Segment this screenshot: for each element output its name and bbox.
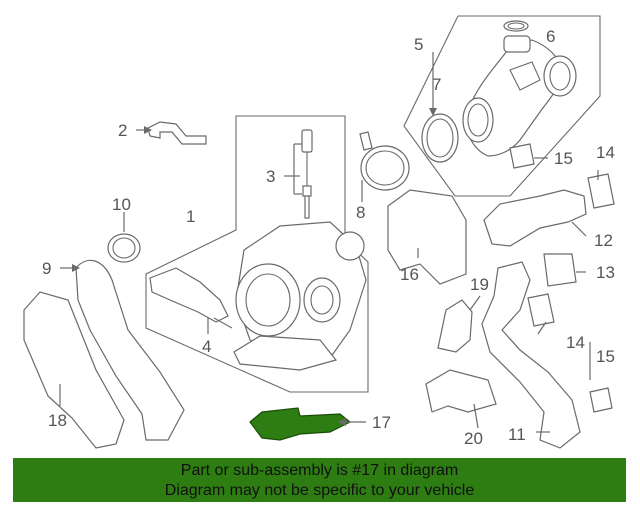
part-15-gasket-upper	[509, 143, 535, 169]
part-16-heat-shield	[387, 189, 467, 285]
parts-diagram: 1 2 3 4 5 6 7 8 9 10 11 12 13 14 14 15 1…	[23, 15, 615, 449]
label-6: 6	[546, 27, 555, 46]
part-13-gasket	[543, 253, 577, 287]
label-16: 16	[400, 265, 419, 284]
part-20-shield	[425, 369, 497, 413]
part-19-shield	[437, 299, 473, 353]
part-6-seal	[503, 20, 529, 32]
label-14b: 14	[566, 333, 585, 352]
part-4-actuator	[149, 267, 233, 329]
label-12: 12	[594, 231, 613, 250]
label-3: 3	[266, 167, 275, 186]
label-20: 20	[464, 429, 483, 448]
label-2: 2	[118, 121, 127, 140]
turbo-group-outline	[145, 115, 369, 393]
label-5: 5	[414, 35, 423, 54]
part-9-pipe	[75, 259, 185, 441]
label-4: 4	[202, 337, 211, 356]
label-11: 11	[508, 425, 526, 444]
part-2-bracket	[147, 121, 207, 145]
label-15b: 15	[596, 347, 615, 366]
part-15-gasket-lower	[589, 387, 613, 413]
outlet-group-outline	[403, 15, 601, 197]
part-3-sensor	[301, 129, 313, 219]
part-11-downpipe	[481, 261, 581, 449]
label-7: 7	[432, 75, 441, 94]
label-17: 17	[372, 413, 391, 432]
part-14-gasket-upper	[587, 173, 615, 209]
label-14a: 14	[596, 143, 615, 162]
label-18: 18	[48, 411, 67, 430]
label-19: 19	[470, 275, 489, 294]
banner-line-1: Part or sub-assembly is #17 in diagram	[180, 462, 459, 479]
part-18-heat-shield	[23, 291, 125, 449]
part-14-gasket-lower	[527, 293, 555, 327]
label-9: 9	[42, 259, 51, 278]
part-17-bracket	[249, 407, 352, 441]
part-8-clamp	[359, 131, 410, 191]
label-15a: 15	[554, 149, 573, 168]
part-12-pipe	[483, 189, 587, 247]
label-8: 8	[356, 203, 365, 222]
banner-line-2: Diagram may not be specific to your vehi…	[164, 482, 475, 499]
label-10: 10	[112, 195, 131, 214]
part-1-turbocharger	[233, 221, 367, 371]
part-10-clamp	[107, 233, 141, 263]
label-13: 13	[596, 263, 615, 282]
label-1: 1	[186, 207, 195, 226]
info-banner: Part or sub-assembly is #17 in diagram D…	[13, 458, 626, 502]
part-5-outlet-pipe	[462, 35, 577, 157]
part-7-ring	[421, 113, 459, 163]
